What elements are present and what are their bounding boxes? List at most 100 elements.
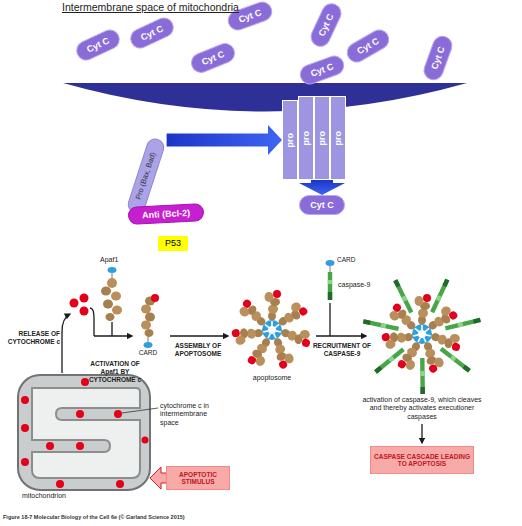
- apaf1-bead: [111, 292, 121, 301]
- cytochrome-c-pill: Cyt C: [299, 195, 345, 215]
- pro-pore-bar: pro: [298, 96, 314, 180]
- cytochrome-c-pill: Cyt C: [307, 0, 345, 50]
- card-domain: [326, 260, 335, 266]
- apaf1-arm: [416, 334, 446, 374]
- linker: [330, 266, 331, 272]
- label-text: ACTIVATION OF Apaf1 BY CYTOCHROME c: [82, 360, 148, 383]
- cytochrome-c-dot: [76, 410, 84, 418]
- node-text: Cyt C: [429, 45, 447, 71]
- label-text: CARD: [337, 256, 367, 264]
- apaf1-bead: [112, 306, 122, 315]
- cytochrome-c-pill: Cyt C: [297, 53, 347, 88]
- label-text: RELEASE OF CYTOCHROME c: [2, 330, 60, 346]
- card-domain: [144, 342, 153, 348]
- label-text: RECRUITMENT OF CASPASE-9: [306, 342, 378, 358]
- apaf1-bead: [103, 300, 113, 309]
- node-text: Cyt C: [237, 7, 263, 25]
- node-text: Cyt C: [355, 36, 381, 57]
- cytochrome-c-dot: [81, 378, 89, 386]
- cytochrome-c-dot: [116, 480, 124, 488]
- node-text: pro: [333, 131, 343, 146]
- node-text: APOPTOTIC STIMULUS: [167, 471, 229, 486]
- outer-membrane: [18, 375, 150, 490]
- apaf1-arm: [231, 322, 270, 346]
- membrane: [63, 83, 467, 112]
- highlight-box: CASPASE CASCADE LEADING TO APOPTOSIS: [370, 446, 474, 474]
- cytochrome-c-dot: [21, 396, 29, 404]
- node-text: Cyt C: [310, 200, 334, 210]
- leader-line: [122, 408, 158, 413]
- node-text: Cyt C: [85, 35, 111, 54]
- cytochrome-c-dot: [76, 442, 84, 450]
- apaf1-bead: [145, 329, 154, 337]
- apoptosome-with-caspase: [363, 279, 481, 394]
- pro-pore-bar: pro: [282, 100, 298, 180]
- apoptosome: [231, 290, 313, 370]
- flow-line: [111, 322, 112, 336]
- node-text: P53: [165, 238, 181, 248]
- cytochrome-c-dot: [80, 294, 89, 303]
- node-text: Anti (Bcl-2): [142, 208, 190, 221]
- apoptosome-hub: [418, 330, 426, 338]
- label-text: Apaf1: [100, 256, 130, 264]
- inner-membrane: [32, 388, 140, 478]
- cytochrome-c-pill: Cyt C: [188, 40, 238, 76]
- cytochrome-c-dot: [114, 410, 122, 418]
- node-text: Pro (Bax, Bad): [134, 151, 157, 200]
- apoptosome-hub: [268, 326, 276, 334]
- caption-text: Figure 18-7 Molecular Biology of the Cel…: [3, 514, 323, 521]
- flow-line: [329, 303, 330, 336]
- apaf1-arm: [236, 298, 274, 333]
- apaf1-bead: [145, 313, 155, 322]
- flow-line: [90, 308, 94, 336]
- flow-arrow: [94, 335, 132, 336]
- cytochrome-c-pill: Cyt C: [73, 26, 123, 64]
- apaf1-bead: [106, 313, 115, 321]
- release-arrow: [62, 314, 70, 373]
- cytochrome-c-pill: Cyt C: [343, 26, 393, 66]
- linker: [112, 273, 113, 278]
- label-text: mitochondrion: [22, 492, 102, 500]
- p53-box: P53: [158, 236, 188, 251]
- cytochrome-c-pill: Cyt C: [421, 33, 456, 83]
- cytochrome-c-dot: [46, 442, 54, 450]
- node-text: pro: [285, 133, 295, 148]
- apaf1-bead: [141, 321, 151, 330]
- apaf1-arm: [381, 326, 420, 350]
- cytochrome-c-dot: [151, 294, 159, 302]
- cytochrome-c-dot: [56, 480, 64, 488]
- label-text: CARD: [131, 349, 165, 357]
- flow-arrow: [170, 335, 228, 336]
- cytochrome-c-dot: [70, 299, 79, 308]
- caspase-9-rod: [328, 292, 332, 300]
- cytochrome-c-dot: [80, 307, 89, 316]
- caspase-9-rod: [328, 272, 332, 300]
- node-text: Cyt C: [309, 61, 335, 79]
- node-text: CASPASE CASCADE LEADING TO APOPTOSIS: [371, 453, 473, 468]
- apaf1-arm: [420, 303, 458, 338]
- node-text: Cyt C: [316, 12, 335, 38]
- caspase-9-arm: [440, 347, 471, 373]
- pro-pore-bar: pro: [330, 96, 346, 180]
- apaf1-arm: [265, 290, 282, 326]
- label-text: activation of caspase-9, which cleaves a…: [360, 396, 484, 421]
- label-text: apoptosome: [240, 374, 304, 382]
- apaf1-arm: [415, 294, 432, 330]
- pro-pore-bar: pro: [314, 96, 330, 180]
- caspase-9-arm: [363, 319, 399, 331]
- card-domain: [108, 267, 117, 273]
- caspase-9-rod: [328, 280, 332, 284]
- block-arrow: [167, 125, 282, 155]
- apaf1-bead: [141, 305, 151, 314]
- flow-arrow: [421, 424, 422, 443]
- highlight-box: APOPTOTIC STIMULUS: [166, 466, 230, 490]
- apaf1-arm: [270, 299, 308, 334]
- node-text: pro: [301, 131, 311, 146]
- apaf1-arm: [386, 302, 424, 337]
- label-text: cytochrome c in intermembrane space: [160, 402, 220, 427]
- cytochrome-c-dot: [21, 458, 29, 466]
- block-arrow: [299, 180, 345, 195]
- cytochrome-c-dot: [21, 424, 29, 432]
- label-text: ASSEMBLY OF APOPTOSOME: [166, 342, 230, 358]
